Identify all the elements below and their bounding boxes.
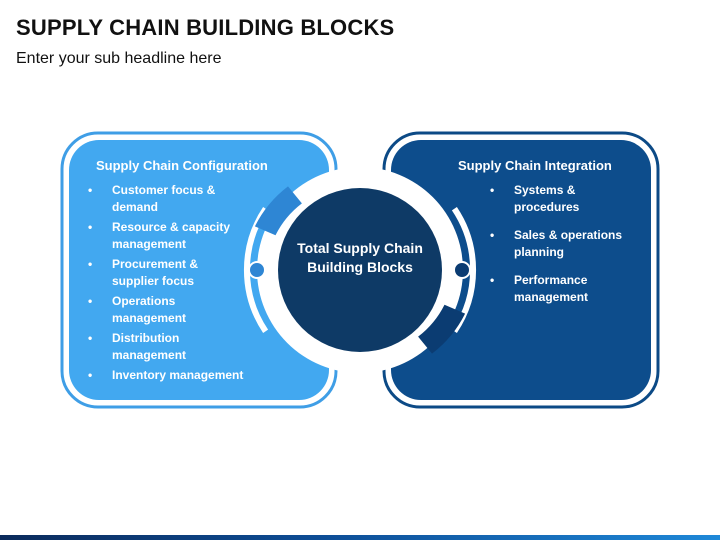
list-item: Performance management (490, 272, 640, 306)
left-connector-dot (248, 261, 266, 279)
right-panel-heading: Supply Chain Integration (458, 158, 612, 173)
list-item: Distribution management (88, 330, 248, 364)
left-arc-accent (254, 186, 302, 236)
list-item: Systems & procedures (490, 182, 640, 216)
list-item: Resource & capacity management (88, 219, 248, 253)
left-panel-heading: Supply Chain Configuration (96, 158, 268, 173)
list-item: Inventory management (88, 367, 248, 384)
list-item: Sales & operations planning (490, 227, 640, 261)
list-item: Operations management (88, 293, 248, 327)
left-panel-list: Customer focus & demand Resource & capac… (88, 182, 248, 387)
bottom-accent-bar (0, 535, 720, 540)
center-label: Total Supply Chain Building Blocks (297, 240, 423, 275)
right-connector-dot (453, 261, 471, 279)
list-item: Customer focus & demand (88, 182, 248, 216)
page-subtitle: Enter your sub headline here (16, 50, 222, 67)
right-arc-accent (418, 304, 466, 354)
list-item: Procurement & supplier focus (88, 256, 248, 290)
page-title: SUPPLY CHAIN BUILDING BLOCKS (16, 15, 395, 40)
right-panel-list: Systems & procedures Sales & operations … (490, 182, 640, 317)
center-circle (278, 188, 442, 352)
